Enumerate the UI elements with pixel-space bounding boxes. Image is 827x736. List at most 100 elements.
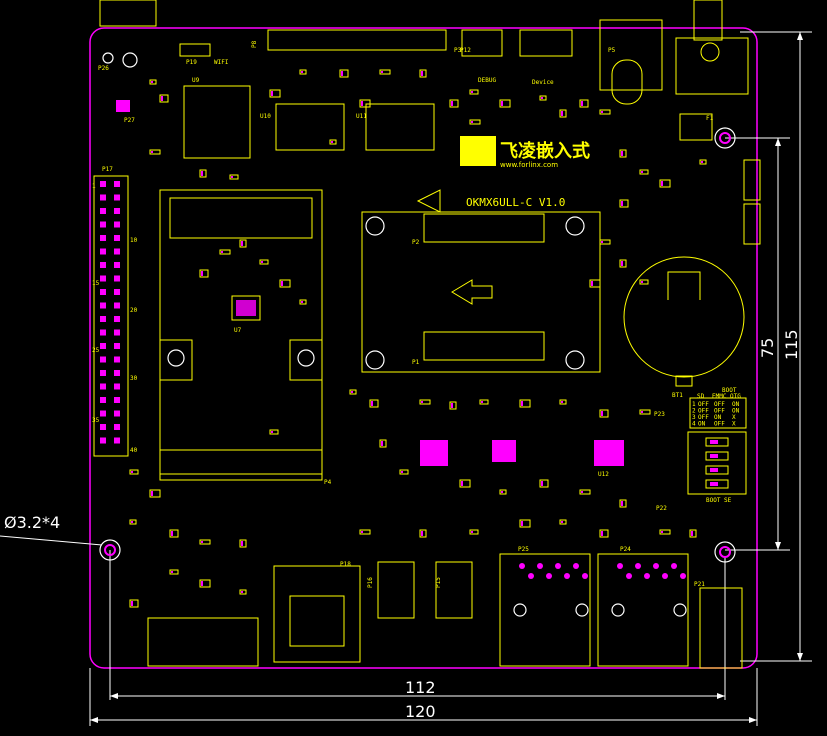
passive-component xyxy=(129,519,137,525)
header-pin xyxy=(100,410,106,417)
passive-component xyxy=(639,409,651,415)
svg-text:P4: P4 xyxy=(324,479,332,486)
component-pad xyxy=(641,411,643,413)
header-pin xyxy=(114,221,120,228)
boot-cell: ON xyxy=(698,421,706,428)
passive-component xyxy=(699,159,707,165)
passive-component xyxy=(169,529,179,538)
passive-component xyxy=(539,479,549,488)
passive-component xyxy=(269,89,281,98)
boot-cell: OFF xyxy=(698,414,709,421)
dim-width-inner: 112 xyxy=(405,678,436,697)
passive-component xyxy=(559,109,567,118)
svg-text:SD: SD xyxy=(697,393,705,400)
component-pad xyxy=(231,176,233,178)
core-board: P2 P1 xyxy=(361,211,601,373)
component-pad xyxy=(661,181,663,186)
svg-text:P8: P8 xyxy=(251,40,258,48)
boot-cell: OFF xyxy=(698,401,709,408)
svg-text:15: 15 xyxy=(92,280,100,287)
svg-text:P22: P22 xyxy=(656,505,667,512)
board-name: OKMX6ULL-C V1.0 xyxy=(466,196,565,209)
dimension-width: 112 120 xyxy=(89,550,758,726)
passive-component xyxy=(589,279,601,288)
boot-cell: ON xyxy=(732,401,740,408)
component-pad xyxy=(401,471,403,473)
header-pin xyxy=(100,208,106,214)
chip-u7: U7 xyxy=(231,295,261,334)
passive-component xyxy=(449,401,457,410)
header-pin xyxy=(114,343,120,349)
header-pin xyxy=(114,275,120,282)
component-pad xyxy=(221,251,223,253)
rj45-pin xyxy=(626,573,632,579)
rj45-pin xyxy=(573,563,579,569)
passive-component xyxy=(599,239,611,245)
passive-component xyxy=(329,139,337,145)
svg-text:P1: P1 xyxy=(412,359,420,366)
passive-component xyxy=(339,69,349,78)
header-pin xyxy=(100,235,106,241)
header-pin xyxy=(114,262,120,268)
svg-text:EMMC: EMMC xyxy=(712,393,727,400)
component-pad xyxy=(151,491,153,496)
header-pin xyxy=(114,181,120,187)
passive-component xyxy=(239,239,247,248)
svg-text:20: 20 xyxy=(130,307,138,314)
component-pad xyxy=(541,97,543,99)
rj45-pin xyxy=(519,563,525,569)
component-pad xyxy=(471,121,473,123)
rj45-pin xyxy=(644,573,650,579)
svg-text:P18: P18 xyxy=(340,561,351,568)
component-pad xyxy=(201,271,203,276)
passive-component xyxy=(519,399,531,408)
passive-component xyxy=(359,99,371,108)
rj45-pin xyxy=(680,573,686,579)
passive-component xyxy=(299,69,307,75)
rj45-pin xyxy=(537,563,543,569)
passive-component xyxy=(419,529,427,538)
component-pad xyxy=(521,401,523,406)
dim-width-outer: 120 xyxy=(405,702,436,721)
header-pin xyxy=(114,289,120,295)
boot-cell: ON xyxy=(732,408,740,415)
passive-component xyxy=(299,299,307,305)
component-pad xyxy=(561,521,563,523)
ic-u10-u11: U10 U11 xyxy=(260,103,435,151)
passive-component xyxy=(469,529,479,535)
component-pad xyxy=(421,71,423,76)
component-pad xyxy=(301,301,303,303)
header-pin xyxy=(100,275,106,282)
passive-component xyxy=(369,399,379,408)
rj45-pin xyxy=(653,563,659,569)
component-pad xyxy=(281,281,283,286)
svg-text:P23: P23 xyxy=(654,411,665,418)
dip-switch-knob xyxy=(710,482,718,486)
component-pad xyxy=(621,201,623,206)
rj45-pin xyxy=(555,563,561,569)
component-pad xyxy=(131,471,133,473)
component-pad xyxy=(151,81,153,83)
rj45-pin xyxy=(671,563,677,569)
boot-cell: X xyxy=(732,421,736,428)
svg-text:P26: P26 xyxy=(98,65,109,72)
component-pad xyxy=(131,601,133,606)
svg-text:P25: P25 xyxy=(518,546,529,553)
boot-cell: 3 xyxy=(692,414,696,421)
passive-component xyxy=(659,529,671,535)
header-pin xyxy=(114,248,120,255)
passive-component xyxy=(169,569,179,575)
top-connectors: P8 P3 P5 P19 WIFI P26 P27 DEBUG Device xyxy=(98,0,749,124)
module-p4: P4 xyxy=(159,189,332,486)
passive-component xyxy=(419,399,431,405)
header-pin xyxy=(100,437,106,444)
component-pad xyxy=(641,281,643,283)
component-pad xyxy=(601,411,603,416)
component-pad xyxy=(541,481,543,486)
component-pad xyxy=(701,161,703,163)
component-pad xyxy=(381,441,383,446)
component-pad xyxy=(331,141,333,143)
header-pin xyxy=(100,424,106,430)
passive-component xyxy=(499,99,511,108)
